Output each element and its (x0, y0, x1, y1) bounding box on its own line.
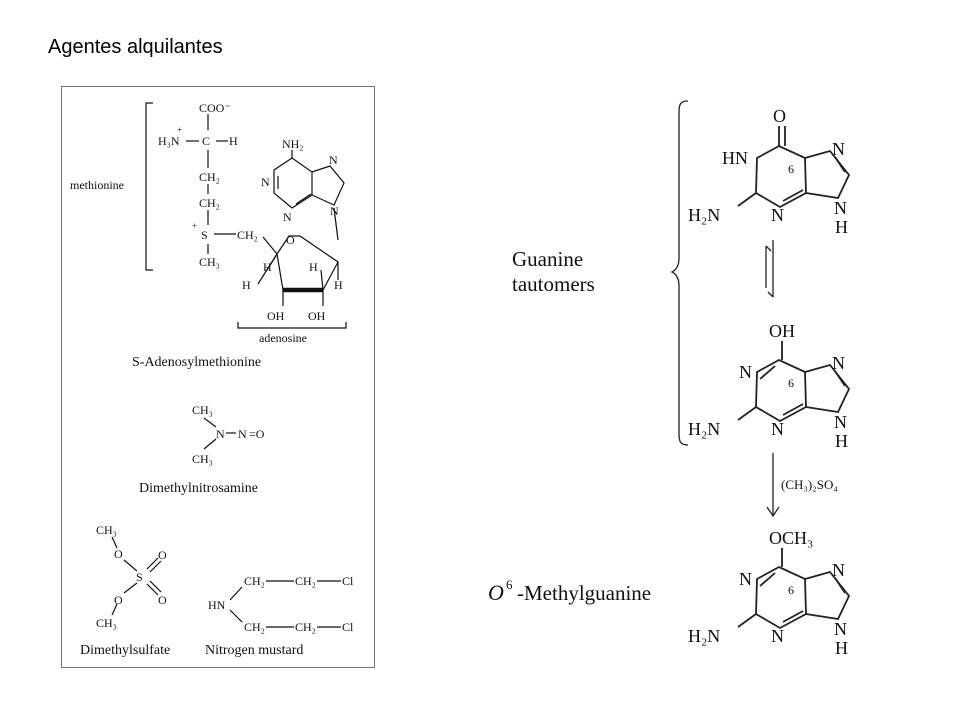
dms-o-top: O (114, 547, 123, 561)
sam-sulfur: S (201, 228, 208, 242)
dms-ch3-bottom: CH₃ (96, 616, 117, 630)
enol-oh: OH (769, 321, 795, 341)
dms-ch3-top: CH₃ (96, 523, 117, 537)
guanine-keto-skeleton (737, 126, 851, 209)
methionine-label: methionine (70, 178, 124, 192)
enol-n1: N (739, 362, 752, 382)
nm-cl-bottom: Cl (342, 620, 354, 634)
methylguanine-sup: 6 (506, 577, 513, 592)
nm-ch2-3: CH₂ (244, 620, 265, 634)
nm-ch2-1: CH₂ (244, 574, 265, 588)
sam-s-plus: + (192, 221, 197, 231)
sam-oh2: OH (308, 309, 326, 323)
sam-ch2-3: CH₂ (237, 228, 258, 242)
sam-n7: N (329, 153, 338, 167)
enol-n7: N (832, 353, 845, 373)
tautomer-brace (670, 100, 689, 446)
sam-h3: H (242, 278, 251, 292)
sam-alpha-c: C (202, 134, 210, 148)
reagent-label: (CH₃)₂SO₄ (781, 477, 838, 492)
sam-nh2: NH₂ (282, 137, 304, 151)
mg-pos6: 6 (788, 583, 794, 597)
methylguanine-o: O (488, 580, 504, 605)
keto-h9: H (835, 217, 848, 237)
dmn-n2: N (238, 427, 247, 441)
sam-ring-o: O (286, 233, 295, 247)
dmn-ch3-top: CH₃ (192, 403, 213, 417)
dmn-eq-o: =O (249, 427, 265, 441)
mg-n9: N (834, 619, 847, 639)
sam-ch2-1: CH₂ (199, 170, 220, 184)
keto-n7: N (832, 139, 845, 159)
nm-cl-top: Cl (342, 574, 354, 588)
enol-pos6: 6 (788, 376, 794, 390)
guanine-enol-skeleton (737, 341, 851, 423)
sam-n1: N (261, 175, 270, 189)
tautomer-label-line1: Guanine (512, 247, 583, 271)
nm-ch2-4: CH₂ (295, 620, 316, 634)
keto-pos6: 6 (788, 162, 794, 176)
mg-h2n: H₂N (688, 626, 720, 646)
dms-o-bottom: O (114, 593, 123, 607)
dmn-caption: Dimethylnitrosamine (139, 481, 258, 496)
enol-n3: N (771, 419, 784, 439)
methylguanine-skeleton (737, 548, 851, 630)
slide-title: Agentes alquilantes (48, 36, 223, 58)
enol-n9: N (834, 412, 847, 432)
sam-nh3-plus: + (177, 125, 182, 135)
keto-o: O (773, 106, 786, 126)
mg-n1: N (739, 569, 752, 589)
sam-h2: H (309, 260, 318, 274)
dmn-n1: N (216, 427, 225, 441)
sam-coo: COO⁻ (199, 101, 231, 115)
nm-hn: HN (208, 598, 226, 612)
dms-caption: Dimethylsulfate (80, 643, 170, 658)
dms-o-right2: O (158, 593, 167, 607)
methylguanine-label: -Methylguanine (517, 581, 651, 605)
sam-ch3: CH₃ (199, 255, 220, 269)
sam-alpha-h: H (229, 134, 238, 148)
mg-h9: H (835, 638, 848, 658)
adenosine-bracket (237, 322, 347, 329)
dmn-ch3-bottom: CH₃ (192, 452, 213, 466)
left-panel-frame (61, 86, 375, 668)
sam-h4: H (334, 278, 343, 292)
keto-n3: N (771, 205, 784, 225)
sam-h1: H (263, 260, 272, 274)
dms-sulfur: S (136, 570, 143, 584)
mg-och3: OCH₃ (769, 528, 813, 548)
dms-o-right1: O (158, 548, 167, 562)
keto-h2n: H₂N (688, 205, 720, 225)
sam-oh1: OH (267, 309, 285, 323)
sam-nh3: H₃N (158, 134, 180, 148)
sam-caption: S-Adenosylmethionine (132, 355, 261, 370)
mg-n7: N (832, 560, 845, 580)
sam-n9: N (330, 204, 339, 218)
sam-ch2-2: CH₂ (199, 196, 220, 210)
methionine-bracket (145, 102, 153, 271)
sam-n3: N (283, 210, 292, 224)
adenine-five-ring (311, 165, 345, 206)
tautomer-label-line2: tautomers (512, 272, 595, 296)
mg-n3: N (771, 626, 784, 646)
nm-ch2-2: CH₂ (295, 574, 316, 588)
adenine-six-ring (273, 157, 313, 209)
keto-n9: N (834, 198, 847, 218)
adenosine-label: adenosine (259, 331, 307, 345)
nm-caption: Nitrogen mustard (205, 643, 303, 658)
enol-h9: H (835, 431, 848, 451)
keto-hn: HN (722, 148, 748, 168)
enol-h2n: H₂N (688, 419, 720, 439)
